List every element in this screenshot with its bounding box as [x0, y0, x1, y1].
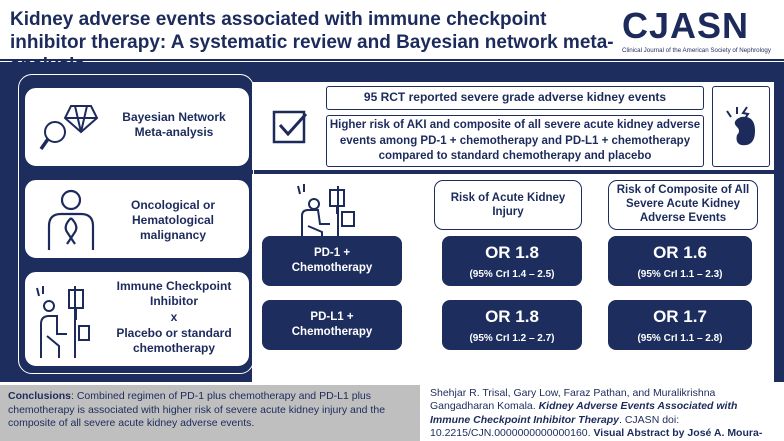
arm-pd1: PD-1 + Chemotherapy: [262, 236, 402, 286]
or-value: OR 1.8: [485, 307, 539, 326]
network-search-icon: [39, 105, 99, 151]
intervention-label-line3: Placebo or standard chemotherapy: [116, 326, 232, 355]
or-value: OR 1.7: [653, 307, 707, 326]
method-label: Bayesian Network Meta-analysis: [122, 110, 226, 139]
patient-iv-icon: [36, 286, 90, 358]
or-box-pd1-aki: OR 1.8 (95% CrI 1.4 – 2.5): [442, 236, 582, 286]
intervention-x: x: [170, 310, 178, 324]
ci-value: (95% CrI 1.2 – 2.7): [469, 333, 555, 344]
citation-authors: Shehjar R. Trisal, Gary Low, Faraz Patha…: [430, 387, 716, 413]
header-composite: Risk of Composite of All Severe Acute Ki…: [608, 180, 758, 230]
or-value: OR 1.6: [653, 243, 707, 262]
main-panel: Bayesian Network Meta-analysis Oncologic…: [0, 62, 784, 382]
header-divider: [0, 59, 784, 61]
header-aki: Risk of Acute Kidney Injury: [434, 180, 582, 230]
odds-ratio-table: Risk of Acute Kidney Injury Risk of Comp…: [252, 174, 774, 382]
kidney-alert-icon: [726, 106, 755, 146]
intervention-label-line1: Immune Checkpoint Inhibitor: [116, 279, 232, 308]
kidney-icon-box: [712, 86, 770, 167]
arm-pdl1: PD-L1 + Chemotherapy: [262, 300, 402, 350]
citation: Shehjar R. Trisal, Gary Low, Faraz Patha…: [426, 385, 780, 441]
finding-rct-count: 95 RCT reported severe grade adverse kid…: [326, 86, 704, 110]
or-box-pdl1-composite: OR 1.7 (95% CrI 1.1 – 2.8): [608, 300, 752, 350]
or-box-pdl1-aki: OR 1.8 (95% CrI 1.2 – 2.7): [442, 300, 582, 350]
or-box-pd1-composite: OR 1.6 (95% CrI 1.1 – 2.3): [608, 236, 752, 286]
intervention-box: Immune Checkpoint Inhibitor x Placebo or…: [24, 271, 250, 367]
patient-infusion-icon: [297, 184, 355, 240]
citation-doi: . CJASN doi: 10.2215/CJN.000000000000016…: [430, 413, 680, 439]
finding-higher-risk: Higher risk of AKI and composite of all …: [326, 115, 704, 167]
study-design-column: Bayesian Network Meta-analysis Oncologic…: [18, 74, 254, 374]
citation-article-title: Kidney Adverse Events Associated with Im…: [430, 400, 738, 426]
key-findings: 95 RCT reported severe grade adverse kid…: [252, 82, 774, 170]
population-label: Oncological or Hematological malignancy: [130, 198, 215, 242]
conclusions: Conclusions: Combined regimen of PD-1 pl…: [0, 385, 420, 441]
cancer-ribbon-person-icon: [47, 189, 95, 250]
logo-subtitle: Clinical Journal of the American Society…: [622, 47, 771, 54]
ci-value: (95% CrI 1.1 – 2.3): [637, 269, 723, 280]
checkbox-check-icon: [272, 110, 308, 144]
ci-value: (95% CrI 1.4 – 2.5): [469, 269, 555, 280]
results-area: 95 RCT reported severe grade adverse kid…: [252, 62, 784, 382]
method-box: Bayesian Network Meta-analysis: [24, 87, 250, 167]
logo-text: CJASN: [622, 5, 750, 46]
population-box: Oncological or Hematological malignancy: [24, 179, 250, 259]
or-value: OR 1.8: [485, 243, 539, 262]
conclusions-label: Conclusions: [8, 390, 72, 402]
conclusions-text: : Combined regimen of PD-1 plus chemothe…: [8, 390, 386, 429]
ci-value: (95% CrI 1.1 – 2.8): [637, 333, 723, 344]
journal-logo: CJASN Clinical Journal of the American S…: [622, 6, 778, 60]
